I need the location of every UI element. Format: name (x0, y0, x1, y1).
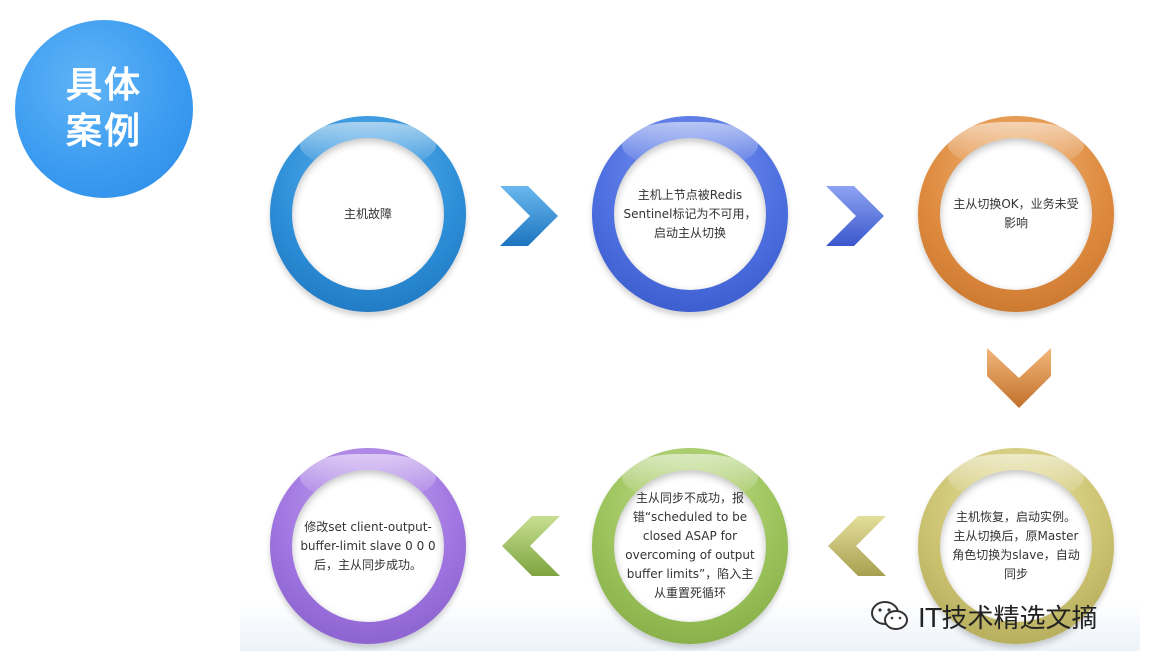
step-1-circle: 主机故障 (270, 116, 466, 312)
step-5-text: 主从同步不成功，报 错“scheduled to be closed ASAP … (625, 491, 755, 600)
step-4-circle: 主机恢复，启动实例。 主从切换后，原Master 角色切换为slave，自动 同… (918, 448, 1114, 644)
step-2-text: 主机上节点被Redis Sentinel标记为不可用， 启动主从切换 (623, 187, 757, 240)
badge-line-2: 案例 (65, 111, 142, 152)
step-5-circle: 主从同步不成功，报 错“scheduled to be closed ASAP … (592, 448, 788, 644)
step-1-text: 主机故障 (343, 206, 392, 221)
arrow-down-icon (987, 348, 1051, 408)
step-2-circle: 主机上节点被Redis Sentinel标记为不可用， 启动主从切换 (592, 116, 788, 312)
badge-line-1: 具体 (65, 65, 142, 106)
arrow-left-icon (502, 516, 560, 576)
wechat-icon (871, 601, 908, 630)
arrow-right-icon (826, 186, 884, 246)
step-6-text: 修改set client-output- buffer-limit slave … (300, 519, 436, 572)
step-3-circle: 主从切换OK，业务未受 影响 (918, 116, 1114, 312)
title-badge: 具体 案例 (15, 20, 193, 198)
watermark-text: IT技术精选文摘 (918, 603, 1098, 634)
arrow-right-icon (500, 186, 558, 246)
arrow-left-icon (828, 516, 886, 576)
step-6-circle: 修改set client-output- buffer-limit slave … (270, 448, 466, 644)
step-3-text: 主从切换OK，业务未受 影响 (953, 197, 1079, 230)
step-4-text: 主机恢复，启动实例。 主从切换后，原Master 角色切换为slave，自动 同… (952, 510, 1080, 581)
watermark: IT技术精选文摘 (870, 596, 1140, 636)
